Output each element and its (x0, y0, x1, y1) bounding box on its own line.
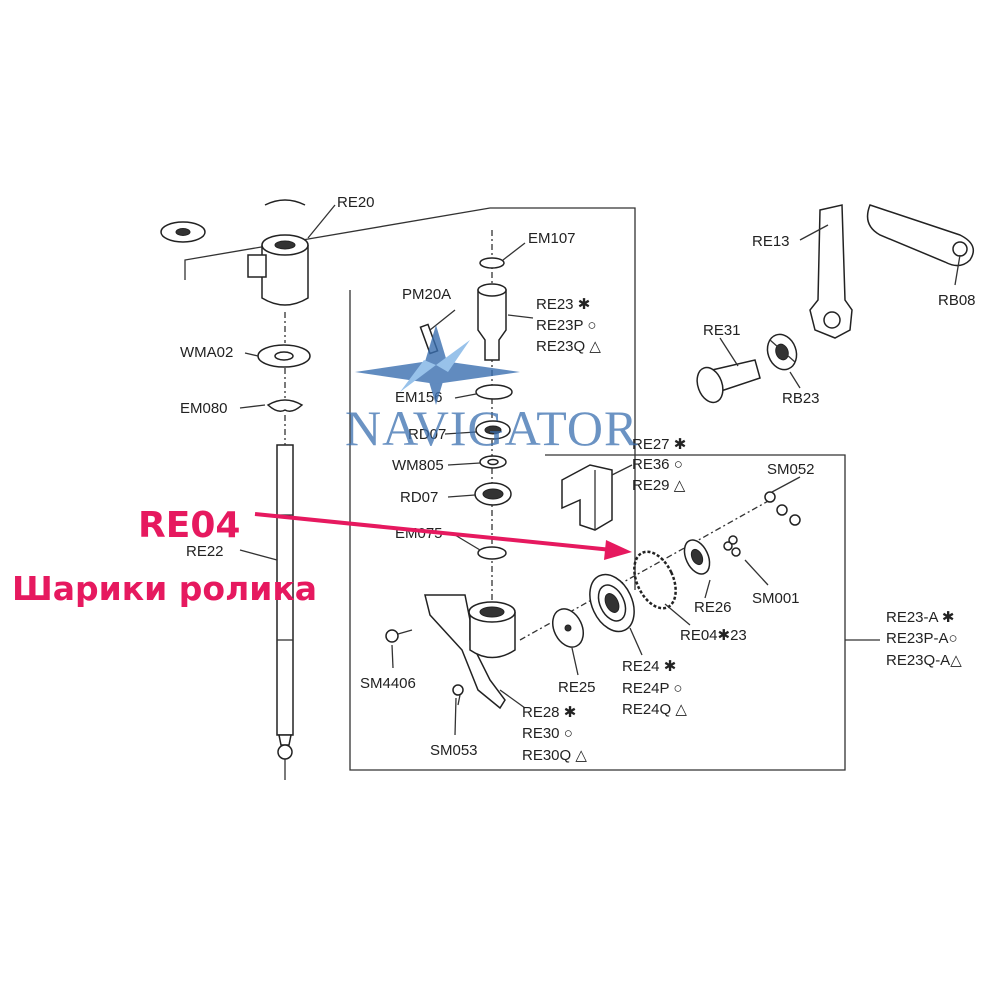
label-re27: RE27 ✱ (632, 436, 686, 453)
annotation-caption: Шарики ролика (12, 569, 317, 608)
shaft-assembly (160, 199, 311, 760)
label-rb08: RB08 (938, 292, 976, 309)
label-sm053: SM053 (430, 742, 478, 759)
leader-lines (239, 204, 961, 736)
label-re13: RE13 (752, 233, 790, 250)
label-re20: RE20 (337, 194, 375, 211)
label-re23qa: RE23Q-A△ (886, 652, 962, 669)
label-re25: RE25 (558, 679, 596, 696)
label-re28: RE28 ✱ (522, 704, 576, 721)
watermark-text: NAVIGATOR (345, 400, 638, 456)
lever-assembly (696, 204, 975, 404)
label-re29: RE29 △ (632, 477, 686, 494)
navigator-watermark: NAVIGATOR (345, 325, 638, 456)
label-em107: EM107 (528, 230, 576, 247)
label-em080: EM080 (180, 400, 228, 417)
roller-assembly (519, 491, 801, 648)
label-rd07-upper: RD07 (408, 426, 446, 443)
label-re23: RE23 ✱ (536, 296, 590, 313)
label-em156: EM156 (395, 389, 443, 406)
label-sm001: SM001 (752, 590, 800, 607)
label-re23a: RE23-A ✱ (886, 609, 954, 626)
label-re24: RE24 ✱ (622, 658, 676, 675)
label-pm20a: PM20A (402, 286, 451, 303)
label-re24p: RE24P ○ (622, 680, 682, 697)
label-re31: RE31 (703, 322, 741, 339)
label-re30q: RE30Q △ (522, 747, 587, 764)
compass-star-icon (355, 325, 520, 405)
annotation-code: RE04 (138, 505, 240, 546)
assembly-frames (184, 207, 880, 780)
label-re04x23: RE04✱23 (680, 627, 747, 644)
label-re23pa: RE23P-A○ (886, 630, 958, 647)
label-rd07-lower: RD07 (400, 489, 438, 506)
bracket-re27 (561, 464, 613, 531)
label-rb23: RB23 (782, 390, 820, 407)
annotation-arrow (254, 512, 632, 560)
label-sm052: SM052 (767, 461, 815, 478)
label-sm4406: SM4406 (360, 675, 416, 692)
label-re22: RE22 (186, 543, 224, 560)
re04-annotation: RE04 Шарики ролика (12, 505, 632, 608)
label-wm805: WM805 (392, 457, 444, 474)
label-wma02: WMA02 (180, 344, 233, 361)
part-labels: RE20 EM107 PM20A RE23 ✱ RE23P ○ RE23Q △ … (180, 194, 976, 764)
label-re23p: RE23P ○ (536, 317, 596, 334)
label-re26: RE26 (694, 599, 732, 616)
label-re24q: RE24Q △ (622, 701, 687, 718)
label-re23q: RE23Q △ (536, 338, 601, 355)
label-re30: RE30 ○ (522, 725, 573, 742)
arm-re28 (385, 594, 516, 710)
label-re36: RE36 ○ (632, 456, 683, 473)
